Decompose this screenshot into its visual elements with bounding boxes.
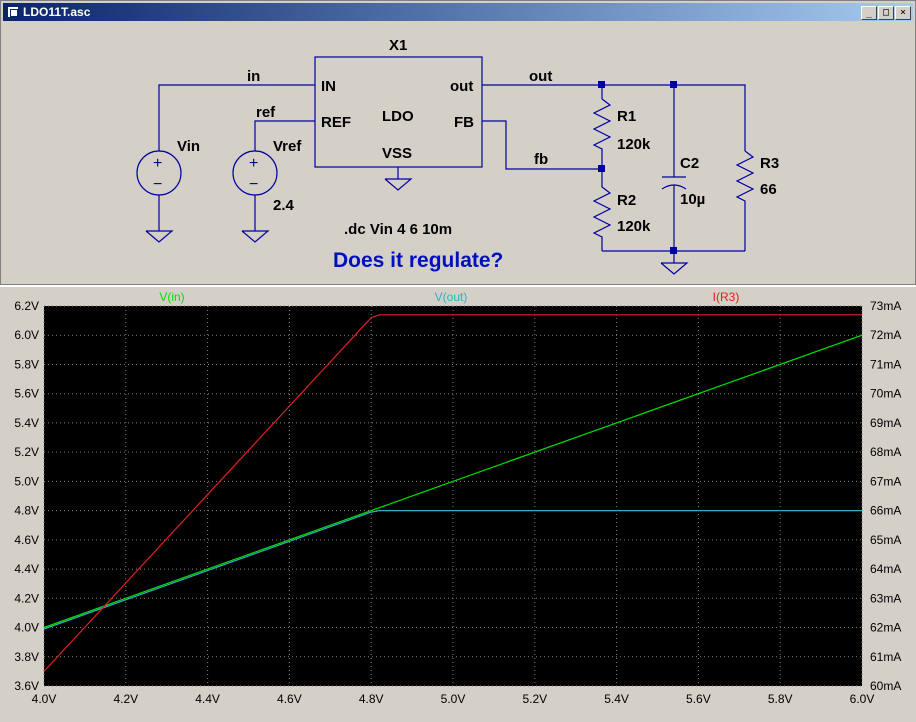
x-tick-label: 5.6V [686,692,711,706]
net-ref-label[interactable]: ref [256,104,276,121]
y-right-tick-label: 64mA [870,562,901,576]
y-right-tick-label: 66mA [870,504,901,518]
svg-text:+: + [153,155,162,172]
y-left-tick-label: 5.2V [14,445,39,459]
y-left-tick-label: 5.8V [14,357,39,371]
spice-directive[interactable]: .dc Vin 4 6 10m [344,221,452,238]
x-tick-label: 4.0V [32,692,57,706]
net-out-label[interactable]: out [529,68,552,85]
c2-value[interactable]: 10µ [680,191,705,208]
x-tick-label: 5.2V [522,692,547,706]
y-left-tick-label: 5.0V [14,474,39,488]
schematic-icon [7,6,19,18]
x-tick-label: 5.0V [441,692,466,706]
schematic-window: LDO11T.asc _ □ × [0,0,916,285]
x-tick-label: 6.0V [850,692,875,706]
maximize-button[interactable]: □ [878,6,894,20]
vref-value[interactable]: 2.4 [273,197,295,214]
y-left-tick-label: 4.2V [14,591,39,605]
legend-vout[interactable]: V(out) [435,290,468,304]
y-left-tick-label: 4.6V [14,533,39,547]
y-right-tick-label: 63mA [870,591,901,605]
c2-name[interactable]: C2 [680,155,699,172]
y-right-tick-label: 62mA [870,621,901,635]
pin-ref-label: REF [321,114,351,131]
y-left-tick-label: 5.4V [14,416,39,430]
x-tick-label: 4.6V [277,692,302,706]
x-tick-label: 4.2V [113,692,138,706]
pin-out-label: out [450,78,473,95]
x-tick-label: 4.8V [359,692,384,706]
pin-in-label: IN [321,78,336,95]
x-tick-label: 5.8V [768,692,793,706]
y-left-tick-label: 6.2V [14,299,39,313]
minimize-button[interactable]: _ [861,6,877,20]
r3-value[interactable]: 66 [760,181,777,198]
y-left-tick-label: 6.0V [14,328,39,342]
pin-fb-label: FB [454,114,474,131]
net-in-label[interactable]: in [247,68,260,85]
y-right-tick-label: 61mA [870,650,901,664]
y-right-tick-label: 72mA [870,328,901,342]
r2-value[interactable]: 120k [617,218,651,235]
schematic-canvas[interactable]: + − + − X1 IN REF out FB LDO VSS in ref … [9,25,911,283]
y-right-tick-label: 68mA [870,445,901,459]
pin-vss-label: VSS [382,145,412,162]
net-fb-label[interactable]: fb [534,151,548,168]
title-bar[interactable]: LDO11T.asc _ □ × [3,3,913,21]
x-tick-label: 5.4V [604,692,629,706]
y-left-tick-label: 5.6V [14,387,39,401]
window-title: LDO11T.asc [23,5,91,19]
r2-name[interactable]: R2 [617,192,636,209]
trace-ir3[interactable] [43,314,862,672]
svg-text:+: + [249,155,258,172]
trace-vin[interactable] [43,334,863,629]
waveform-window: 4.0V 4.2V 4.4V 4.6V 4.8V 5.0V 5.2V 5.4V 5.6V 5.8V… [0,285,916,718]
waveform-plot[interactable]: 4.0V 4.2V 4.4V 4.6V 4.8V 5.0V 5.2V 5.4V 5.6V 5.8V… [0,287,916,718]
y-right-tick-label: 73mA [870,299,901,313]
r3-name[interactable]: R3 [760,155,779,172]
y-left-tick-label: 4.4V [14,562,39,576]
y-left-tick-label: 3.8V [14,650,39,664]
svg-text:−: − [249,176,258,193]
trace-vout[interactable] [43,510,862,630]
y-right-tick-label: 71mA [870,357,901,371]
x-tick-label: 4.4V [195,692,220,706]
y-right-tick-label: 60mA [870,679,901,693]
component-name[interactable]: X1 [389,37,407,54]
vin-name[interactable]: Vin [177,138,200,155]
y-right-tick-label: 70mA [870,387,901,401]
y-left-tick-label: 3.6V [14,679,39,693]
y-left-tick-label: 4.0V [14,621,39,635]
comment-text[interactable]: Does it regulate? [333,249,503,272]
y-right-tick-label: 67mA [870,474,901,488]
vref-name[interactable]: Vref [273,138,302,155]
r1-value[interactable]: 120k [617,136,651,153]
legend-ir3[interactable]: I(R3) [713,290,740,304]
legend-vin[interactable]: V(in) [159,290,184,304]
y-left-tick-label: 4.8V [14,504,39,518]
svg-text:−: − [153,176,162,193]
r1-name[interactable]: R1 [617,108,636,125]
y-right-tick-label: 65mA [870,533,901,547]
close-button[interactable]: × [895,6,911,20]
component-type: LDO [382,108,414,125]
y-right-tick-label: 69mA [870,416,901,430]
